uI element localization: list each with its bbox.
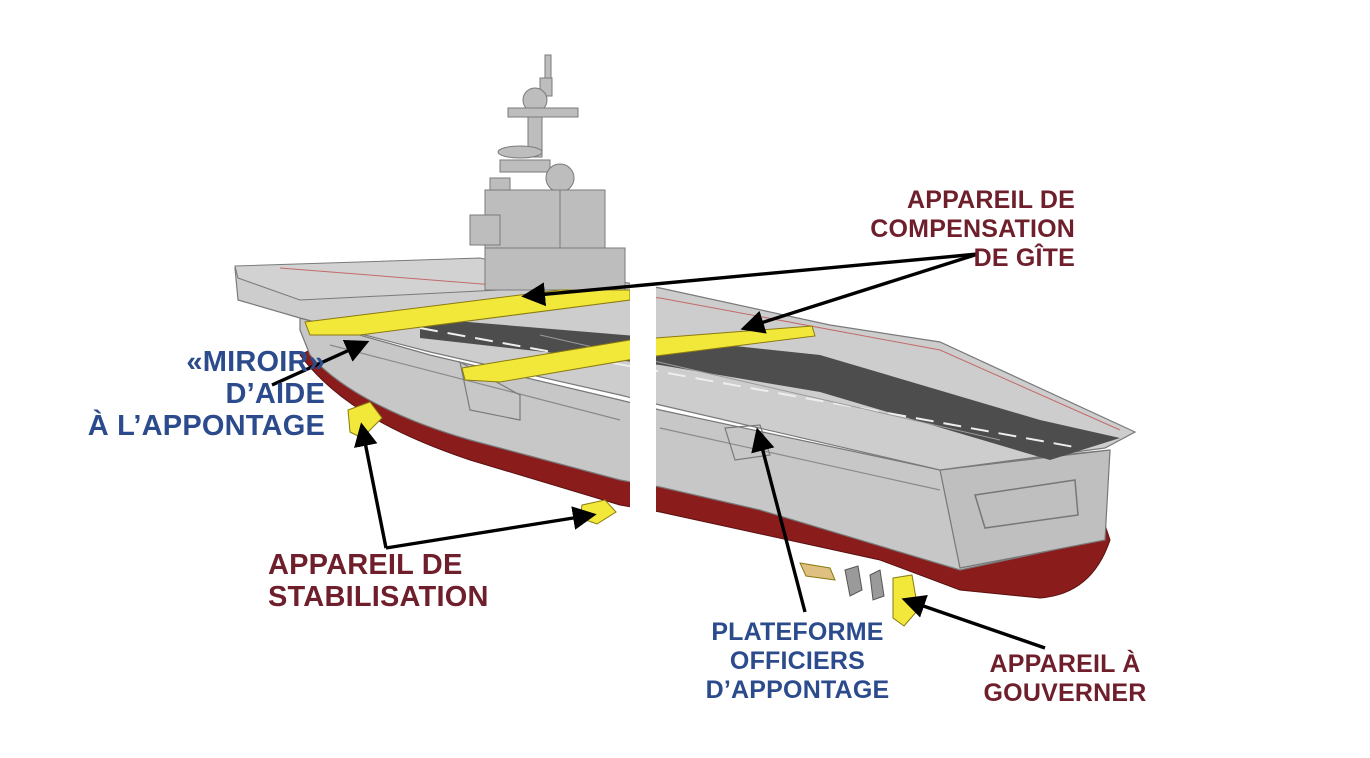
label-line: APPAREIL À xyxy=(989,650,1141,678)
label-stabilisation: APPAREIL DE STABILISATION xyxy=(268,549,528,613)
arrow-gouverner xyxy=(901,594,1046,650)
image-seam xyxy=(630,255,656,515)
label-line: APPAREIL DE xyxy=(268,549,463,581)
label-line: PLATEFORME xyxy=(711,618,884,646)
label-miroir-appontage: «MIROIR» D’AIDE À L’APPONTAGE xyxy=(60,346,325,442)
arrow-compensation-aft xyxy=(740,252,979,334)
label-compensation-gite: APPAREIL DE COMPENSATION DE GÎTE xyxy=(850,186,1075,273)
label-line: GOUVERNER xyxy=(983,679,1147,707)
arrow-stabilisation-fwd xyxy=(354,422,388,549)
label-line: D’APPONTAGE xyxy=(705,676,890,704)
stabiliser-fin-aft xyxy=(579,499,617,525)
label-plateforme-officiers: PLATEFORME OFFICIERS D’APPONTAGE xyxy=(700,618,895,705)
propellers xyxy=(844,565,885,601)
label-line: D’AIDE xyxy=(225,378,325,410)
landing-officer-platform xyxy=(799,562,836,581)
label-line: APPAREIL DE xyxy=(907,186,1075,214)
label-line: COMPENSATION xyxy=(870,215,1075,243)
arrow-plateforme xyxy=(751,427,807,613)
label-line: DE GÎTE xyxy=(973,244,1075,272)
arrow-stabilisation-aft xyxy=(385,506,597,550)
label-line: «MIROIR» xyxy=(186,346,325,378)
aircraft-carrier xyxy=(234,54,1137,627)
label-line: OFFICIERS xyxy=(729,647,866,675)
label-gouverner: APPAREIL À GOUVERNER xyxy=(975,650,1155,708)
island xyxy=(469,54,626,291)
label-line: STABILISATION xyxy=(268,581,489,613)
label-line: À L’APPONTAGE xyxy=(87,410,325,442)
rudder xyxy=(892,574,919,627)
arrow-compensation-fwd xyxy=(521,252,979,307)
arrow-miroir xyxy=(271,339,370,387)
callout-arrows xyxy=(271,252,1046,650)
